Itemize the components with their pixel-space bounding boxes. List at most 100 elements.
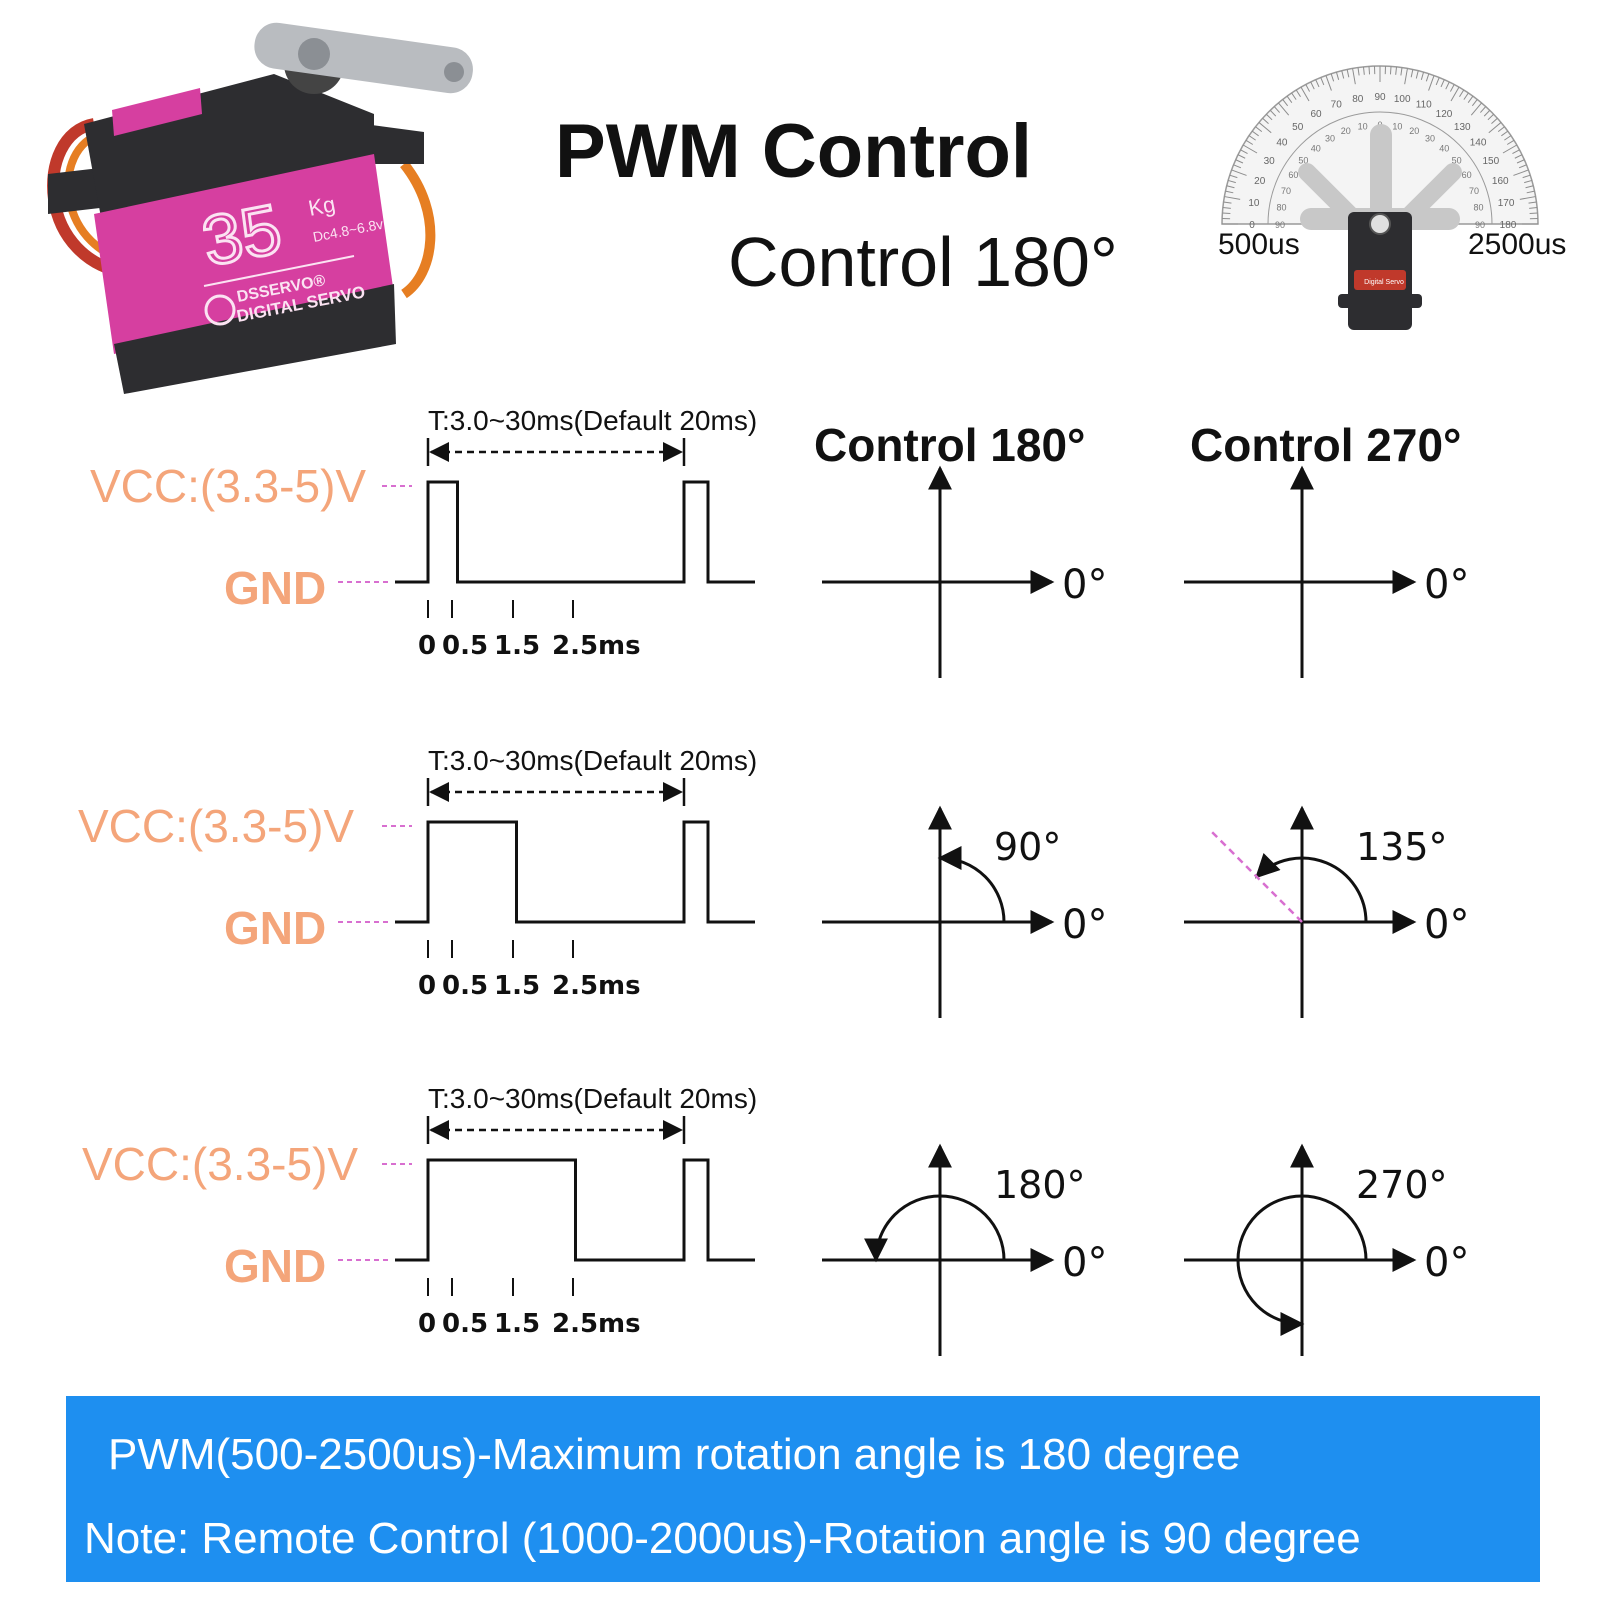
protractor-tick (1488, 122, 1502, 134)
protractor-tick (1504, 135, 1512, 141)
protractor-tick (1389, 66, 1392, 75)
info-banner: PWM(500-2500us)-Maximum rotation angle i… (66, 1396, 1540, 1582)
mini-servo-label (1354, 270, 1406, 290)
time-tick-label: 1.5 (494, 1309, 540, 1339)
protractor-tick (1229, 174, 1238, 179)
angle-diagram-270: 0°270° (1184, 1143, 1469, 1356)
zero-degree-label: 0° (1062, 1240, 1107, 1286)
protractor-outer-label: 80 (1352, 94, 1364, 105)
protractor-inner-label: 80 (1473, 203, 1483, 213)
time-tick-label: 0.5 (442, 1309, 488, 1339)
servo-brand-logo (204, 294, 236, 326)
protractor-tick (1233, 164, 1242, 169)
protractor-inner-label: 90 (1275, 220, 1285, 230)
protractor-tick (1352, 68, 1356, 85)
banner-line-remote-note: Note: Remote Control (1000-2000us)-Rotat… (84, 1514, 1361, 1563)
zero-degree-label: 0° (1424, 562, 1469, 608)
sweep-angle-label: 180° (994, 1163, 1086, 1207)
protractor-tick (1226, 185, 1235, 189)
vcc-label: VCC:(3.3-5)V (78, 800, 354, 852)
protractor-tick (1528, 201, 1537, 204)
protractor-tick (1514, 154, 1523, 159)
protractor-tick (1522, 174, 1531, 179)
protractor-inner-label: 30 (1325, 133, 1335, 143)
pwm-waveform (395, 480, 755, 584)
protractor-tick (1529, 212, 1538, 215)
protractor-outer-label: 40 (1276, 138, 1288, 149)
page-subtitle: Control 180° (728, 223, 1118, 301)
protractor-inner-label: 40 (1439, 143, 1449, 153)
servo-mount-tab-right (364, 124, 424, 164)
protractor-outer-label: 0 (1249, 220, 1255, 231)
timing-row-3: T:3.0~30ms(Default 20ms) VCC:(3.3-5)V GND 0… (82, 1083, 1469, 1356)
servo-case-bottom (114, 284, 396, 394)
time-tick-label: 2.5ms (552, 1309, 641, 1339)
protractor-tick (1223, 201, 1232, 204)
timing-row-2: T:3.0~30ms(Default 20ms)VCC:(3.3-5)VGND0… (78, 745, 1469, 1018)
protractor-tick (1305, 84, 1311, 92)
protractor-outer-label: 160 (1492, 176, 1509, 187)
protractor-tick (1295, 89, 1301, 98)
protractor-inner-arc (1267, 111, 1493, 225)
gnd-label: GND (224, 1240, 326, 1292)
angle-diagram-180: 0° 180° (822, 1143, 1107, 1356)
zero-degree-label: 0° (1062, 562, 1107, 608)
protractor-tick (1325, 75, 1332, 91)
protractor-inner-label: 60 (1462, 170, 1472, 180)
protractor-tick (1502, 144, 1518, 154)
period-label: T:3.0~30ms(Default 20ms) (428, 405, 757, 436)
time-tick-label: 0 (418, 971, 436, 1001)
protractor-inner-label: 20 (1341, 126, 1351, 136)
angle-diagram-270: 0° (1184, 465, 1469, 678)
angle-diagram-180: 0° (822, 465, 1107, 678)
servo-product-image: 35 Kg Dc4.8~6.8v DSSERVO® DIGITAL SERVO (47, 22, 473, 394)
protractor-outer-label: 170 (1498, 198, 1515, 209)
protractor-inner-label: 80 (1277, 203, 1287, 213)
protractor-outer-label: 50 (1292, 122, 1304, 133)
protractor-tick (1242, 144, 1258, 154)
protractor-outer-label: 90 (1374, 92, 1386, 103)
protractor-tick (1410, 69, 1414, 78)
protractor-tick (1501, 130, 1509, 137)
protractor-inner-label: 90 (1475, 220, 1485, 230)
period-label: T:3.0~30ms(Default 20ms) (428, 1083, 757, 1114)
servo-arm-screw (444, 62, 464, 82)
time-tick-label: 1.5 (494, 971, 540, 1001)
protractor-tick (1445, 81, 1450, 90)
protractor-tick (1513, 169, 1529, 176)
time-tick-label: 2.5ms (552, 971, 641, 1001)
protractor-outer-label: 10 (1248, 198, 1260, 209)
protractor-tick (1470, 102, 1482, 116)
protractor-tick (1404, 68, 1408, 85)
servo-torque-value: 35 (196, 189, 287, 280)
protractor-tick (1335, 71, 1340, 80)
pwm-timing-diagrams: T:3.0~30ms(Default 20ms) VCC:(3.3-5)V GND 0… (78, 405, 1469, 1356)
protractor-tick (1248, 135, 1256, 141)
protractor-inner-label: 20 (1409, 126, 1419, 136)
vcc-label: VCC:(3.3-5)V (82, 1138, 358, 1190)
protractor-tick (1286, 95, 1293, 103)
protractor-tick (1425, 73, 1430, 82)
protractor-tick (1450, 86, 1460, 102)
protractor-tick (1222, 212, 1231, 215)
servo-arm-hub (298, 38, 330, 70)
sweep-angle-label: 135° (1356, 825, 1448, 869)
protractor-tick (1400, 67, 1403, 76)
protractor-tick (1282, 99, 1289, 107)
protractor-inner-label: 60 (1288, 170, 1298, 180)
heading-control-270: Control 270° (1190, 419, 1462, 471)
time-tick-label: 0.5 (442, 631, 488, 661)
protractor-tick (1467, 95, 1474, 103)
time-tick-label: 2.5ms (552, 631, 641, 661)
protractor-tick (1516, 159, 1525, 164)
angle-diagram-180: 0°90° (822, 805, 1107, 1018)
protractor-tick (1491, 117, 1498, 125)
protractor-tick (1415, 70, 1419, 79)
heading-control-180: Control 180° (814, 419, 1086, 471)
protractor-tick (1278, 102, 1290, 116)
protractor-inner-label: 70 (1281, 186, 1291, 196)
mini-servo-shaft (1369, 213, 1391, 235)
rotation-sweep-arc (937, 846, 1006, 923)
protractor-tick (1395, 66, 1398, 75)
protractor-tick (1258, 122, 1272, 134)
